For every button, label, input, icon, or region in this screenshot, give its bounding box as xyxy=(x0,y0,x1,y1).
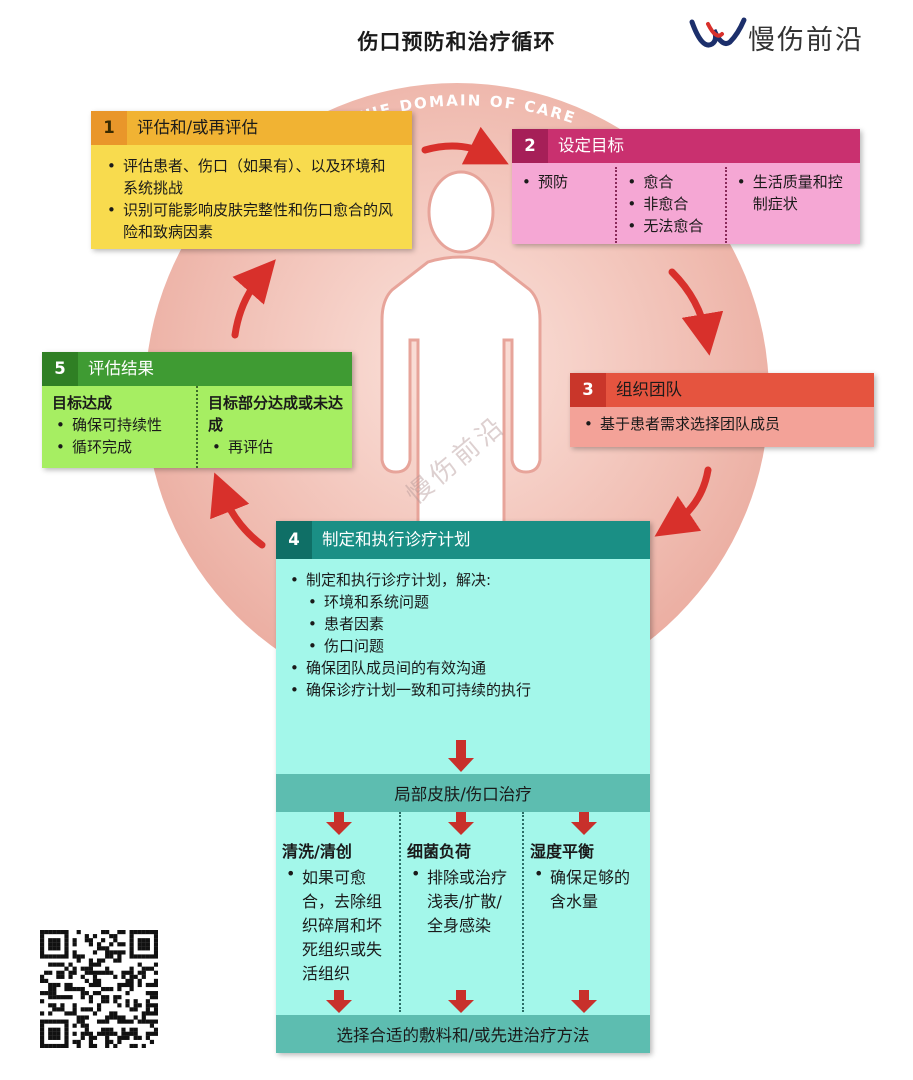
step-goals-header: 2 设定目标 xyxy=(512,129,860,163)
list-item: 制定和执行诊疗计划，解决: xyxy=(286,569,640,591)
step-assess-header: 1 评估和/或再评估 xyxy=(91,111,412,145)
sub-list-item: 环境和系统问题 xyxy=(286,591,640,613)
sub-list-item: 伤口问题 xyxy=(286,635,640,657)
brand-logo: 慢伤前沿 xyxy=(688,14,888,58)
list-item: 确保诊疗计划一致和可持续的执行 xyxy=(286,679,640,701)
step-plan-header: 4 制定和执行诊疗计划 xyxy=(276,521,650,559)
list-item: 再评估 xyxy=(208,436,346,458)
col-title: 湿度平衡 xyxy=(530,842,595,861)
list-item: 识别可能影响皮肤完整性和伤口愈合的风险和致病因素 xyxy=(103,199,398,243)
list-item: 确保团队成员间的有效沟通 xyxy=(286,657,640,679)
col-title: 目标部分达成或未达成 xyxy=(208,394,344,434)
step-title: 设定目标 xyxy=(558,136,624,155)
cleansing-column: 清洗/清创 如果可愈合，去除组织碎屑和坏死组织或失活组织 xyxy=(276,812,399,1012)
list-item: 确保可持续性 xyxy=(52,414,190,436)
list-item: 生活质量和控制症状 xyxy=(733,171,854,215)
step-outcome-box: 5 评估结果 目标达成 确保可持续性 循环完成 目标部分达成或未达成 再评估 xyxy=(42,352,352,468)
list-item: 排除或治疗浅表/扩散/全身感染 xyxy=(407,864,516,936)
qr-code-icon xyxy=(40,930,158,1048)
step-title: 制定和执行诊疗计划 xyxy=(322,530,471,549)
step-team-box: 3 组织团队 基于患者需求选择团队成员 xyxy=(570,373,874,447)
list-item: 评估患者、伤口（如果有）、以及环境和系统挑战 xyxy=(103,155,398,199)
sub-list-item: 患者因素 xyxy=(286,613,640,635)
step-number: 5 xyxy=(42,352,78,386)
step-number: 3 xyxy=(570,373,606,407)
list-item: 无法愈合 xyxy=(623,215,718,237)
bacteria-column: 细菌负荷 排除或治疗浅表/扩散/全身感染 xyxy=(399,812,522,1012)
step-team-header: 3 组织团队 xyxy=(570,373,874,407)
list-item: 基于患者需求选择团队成员 xyxy=(580,413,864,435)
goals-col-prevention: 预防 xyxy=(512,167,615,243)
step-title: 评估和/或再评估 xyxy=(137,118,259,137)
list-item: 愈合 xyxy=(623,171,718,193)
step-number: 4 xyxy=(276,521,312,559)
logo-text: 慢伤前沿 xyxy=(748,25,864,56)
col-title: 清洗/清创 xyxy=(282,842,352,861)
step-assess-box: 1 评估和/或再评估 评估患者、伤口（如果有）、以及环境和系统挑战 识别可能影响… xyxy=(91,111,412,249)
col-title: 细菌负荷 xyxy=(407,842,472,861)
list-item: 确保足够的含水量 xyxy=(530,864,639,912)
goals-col-healing: 愈合 非愈合 无法愈合 xyxy=(615,167,724,243)
step-goals-box: 2 设定目标 预防 愈合 非愈合 无法愈合 生活质量和控制症状 xyxy=(512,129,860,244)
outcome-col-achieved: 目标达成 确保可持续性 循环完成 xyxy=(42,386,196,468)
step-number: 1 xyxy=(91,111,127,145)
list-item: 循环完成 xyxy=(52,436,190,458)
step-title: 评估结果 xyxy=(88,359,154,378)
list-item: 如果可愈合，去除组织碎屑和坏死组织或失活组织 xyxy=(282,864,393,984)
step-number: 2 xyxy=(512,129,548,163)
col-title: 目标达成 xyxy=(52,394,113,412)
step-outcome-header: 5 评估结果 xyxy=(42,352,352,386)
outcome-col-partial: 目标部分达成或未达成 再评估 xyxy=(196,386,352,468)
local-care-bar: 局部皮肤/伤口治疗 xyxy=(276,774,650,812)
logo-swoosh-icon xyxy=(689,17,747,48)
moisture-column: 湿度平衡 确保足够的含水量 xyxy=(522,812,645,1012)
page-title: 伤口预防和治疗循环 xyxy=(357,30,556,54)
dressing-bar: 选择合适的敷料和/或先进治疗方法 xyxy=(276,1015,650,1053)
list-item: 预防 xyxy=(518,171,609,193)
goals-col-quality: 生活质量和控制症状 xyxy=(724,167,860,243)
list-item: 非愈合 xyxy=(623,193,718,215)
step-title: 组织团队 xyxy=(616,380,682,399)
